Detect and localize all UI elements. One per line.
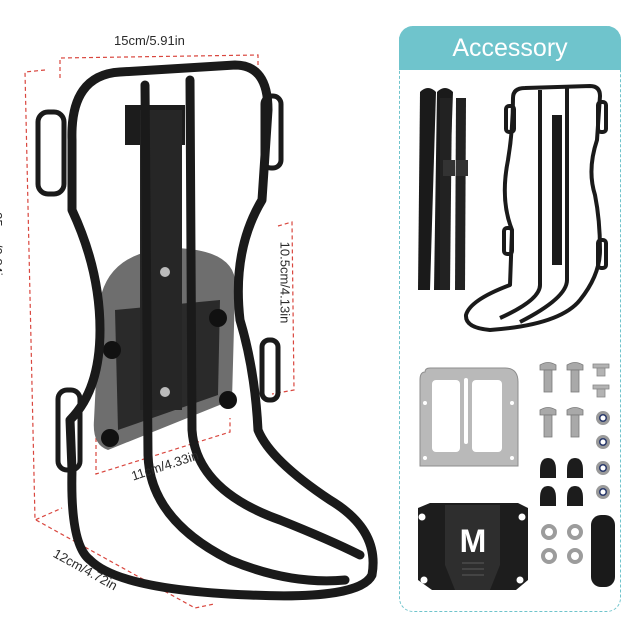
small-rack-icon: [464, 84, 608, 332]
mount-block-label: M: [460, 523, 487, 559]
long-bolts-icon: [539, 362, 584, 438]
small-rack-plate: [552, 115, 562, 265]
short-bolts-icon: [592, 363, 610, 398]
dimension-top-width: 15cm/5.91in: [114, 33, 185, 48]
mount-block-icon: M: [418, 503, 528, 590]
rubber-caps-icon: [540, 458, 583, 506]
accessory-panel-header: Accessory: [399, 26, 621, 70]
rack-frame: [65, 60, 378, 601]
washers-icon: [541, 524, 583, 564]
straps-icon: [418, 88, 468, 290]
lock-nuts-icon: [596, 411, 610, 499]
rack-product-image: [24, 54, 378, 609]
adapter-plate-icon: [419, 367, 519, 467]
handle-loops: [35, 93, 284, 473]
dimension-lines: [24, 54, 295, 609]
accessory-title: Accessory: [452, 33, 568, 62]
rubber-pad-icon: [591, 515, 615, 587]
